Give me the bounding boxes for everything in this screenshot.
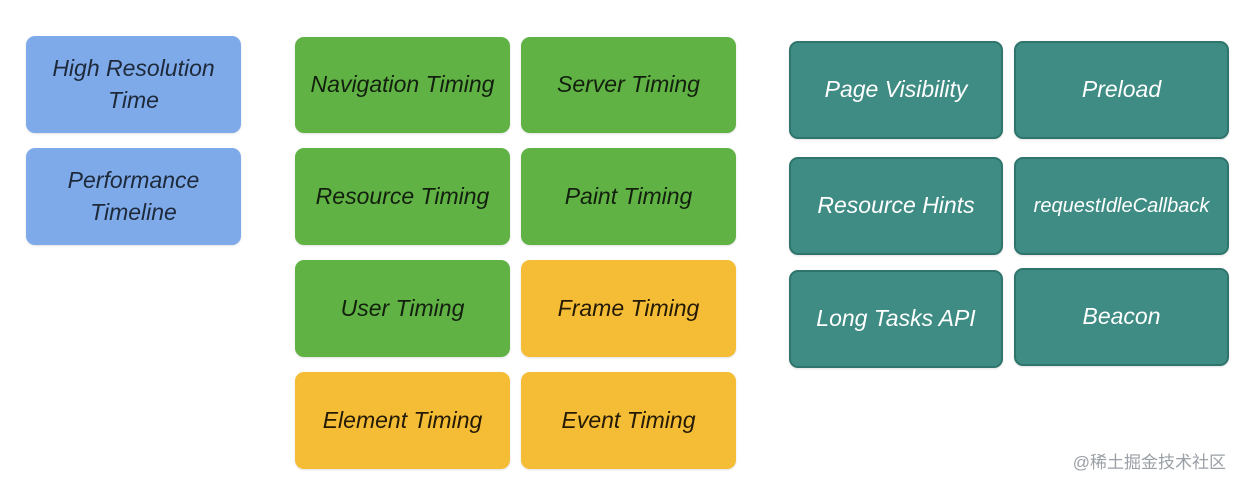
page-visibility-box: Page Visibility	[789, 41, 1003, 139]
user-timing-box: User Timing	[295, 260, 510, 357]
resource-hints-box: Resource Hints	[789, 157, 1003, 255]
navigation-timing-box: Navigation Timing	[295, 37, 510, 133]
paint-timing-box: Paint Timing	[521, 148, 736, 245]
request-idle-callback-box: requestIdleCallback	[1014, 157, 1229, 255]
server-timing-box: Server Timing	[521, 37, 736, 133]
element-timing-box: Element Timing	[295, 372, 510, 469]
high-resolution-time-box: High Resolution Time	[26, 36, 241, 133]
performance-timeline-box: Performance Timeline	[26, 148, 241, 245]
long-tasks-api-box: Long Tasks API	[789, 270, 1003, 368]
event-timing-box: Event Timing	[521, 372, 736, 469]
frame-timing-box: Frame Timing	[521, 260, 736, 357]
beacon-box: Beacon	[1014, 268, 1229, 366]
watermark: @稀土掘金技术社区	[1072, 453, 1226, 472]
preload-box: Preload	[1014, 41, 1229, 139]
resource-timing-box: Resource Timing	[295, 148, 510, 245]
